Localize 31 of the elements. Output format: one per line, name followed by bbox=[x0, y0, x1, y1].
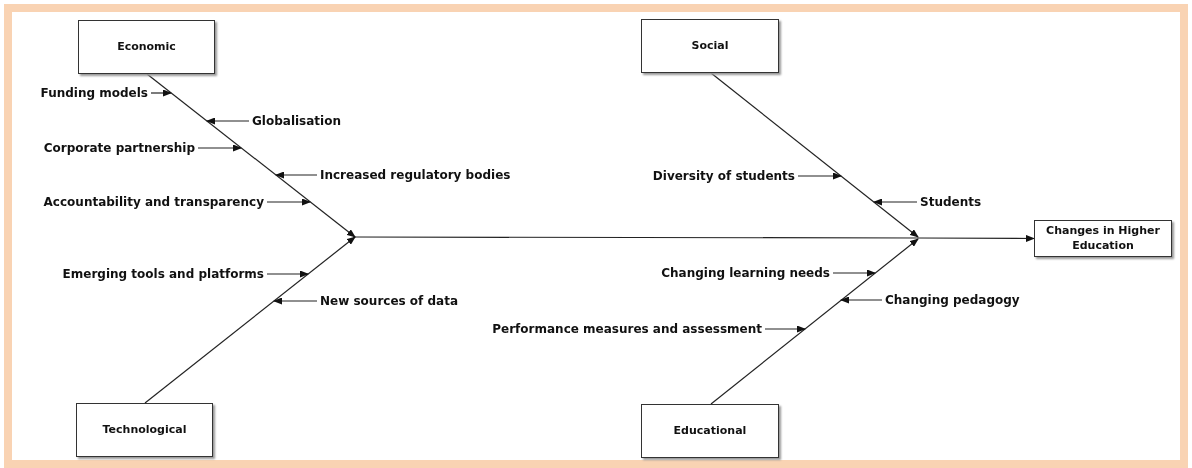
category-box: Economic bbox=[78, 20, 215, 74]
cause-label: Globalisation bbox=[252, 114, 341, 128]
spine-arrow bbox=[917, 234, 1035, 242]
category-box: Educational bbox=[641, 404, 779, 458]
arrow bbox=[197, 144, 242, 152]
cause-label: Changing learning needs bbox=[661, 266, 830, 280]
cause-label: Increased regulatory bodies bbox=[320, 168, 511, 182]
cause-label: Emerging tools and platforms bbox=[62, 267, 264, 281]
arrow bbox=[873, 198, 918, 206]
arrow bbox=[266, 270, 309, 278]
cause-label: Changing pedagogy bbox=[885, 293, 1020, 307]
arrow bbox=[840, 296, 883, 304]
cause-label: Students bbox=[920, 195, 982, 209]
arrow bbox=[275, 171, 318, 179]
arrow bbox=[266, 198, 311, 206]
arrow bbox=[797, 172, 842, 180]
arrow bbox=[832, 269, 876, 277]
cause-label: Accountability and transparency bbox=[43, 195, 264, 209]
spine-line bbox=[354, 236, 919, 239]
cause-label: Performance measures and assessment bbox=[492, 322, 762, 336]
arrow bbox=[206, 117, 250, 125]
category-box: Technological bbox=[76, 403, 213, 457]
effect-box: Changes in Higher Education bbox=[1034, 220, 1172, 257]
category-box: Social bbox=[641, 19, 779, 73]
cause-label: New sources of data bbox=[320, 294, 459, 308]
arrow bbox=[273, 297, 318, 305]
cause-label: Diversity of students bbox=[652, 169, 795, 183]
cause-label: Corporate partnership bbox=[43, 141, 195, 155]
arrow bbox=[764, 325, 806, 333]
arrow bbox=[150, 89, 172, 97]
cause-label: Funding models bbox=[40, 86, 148, 100]
